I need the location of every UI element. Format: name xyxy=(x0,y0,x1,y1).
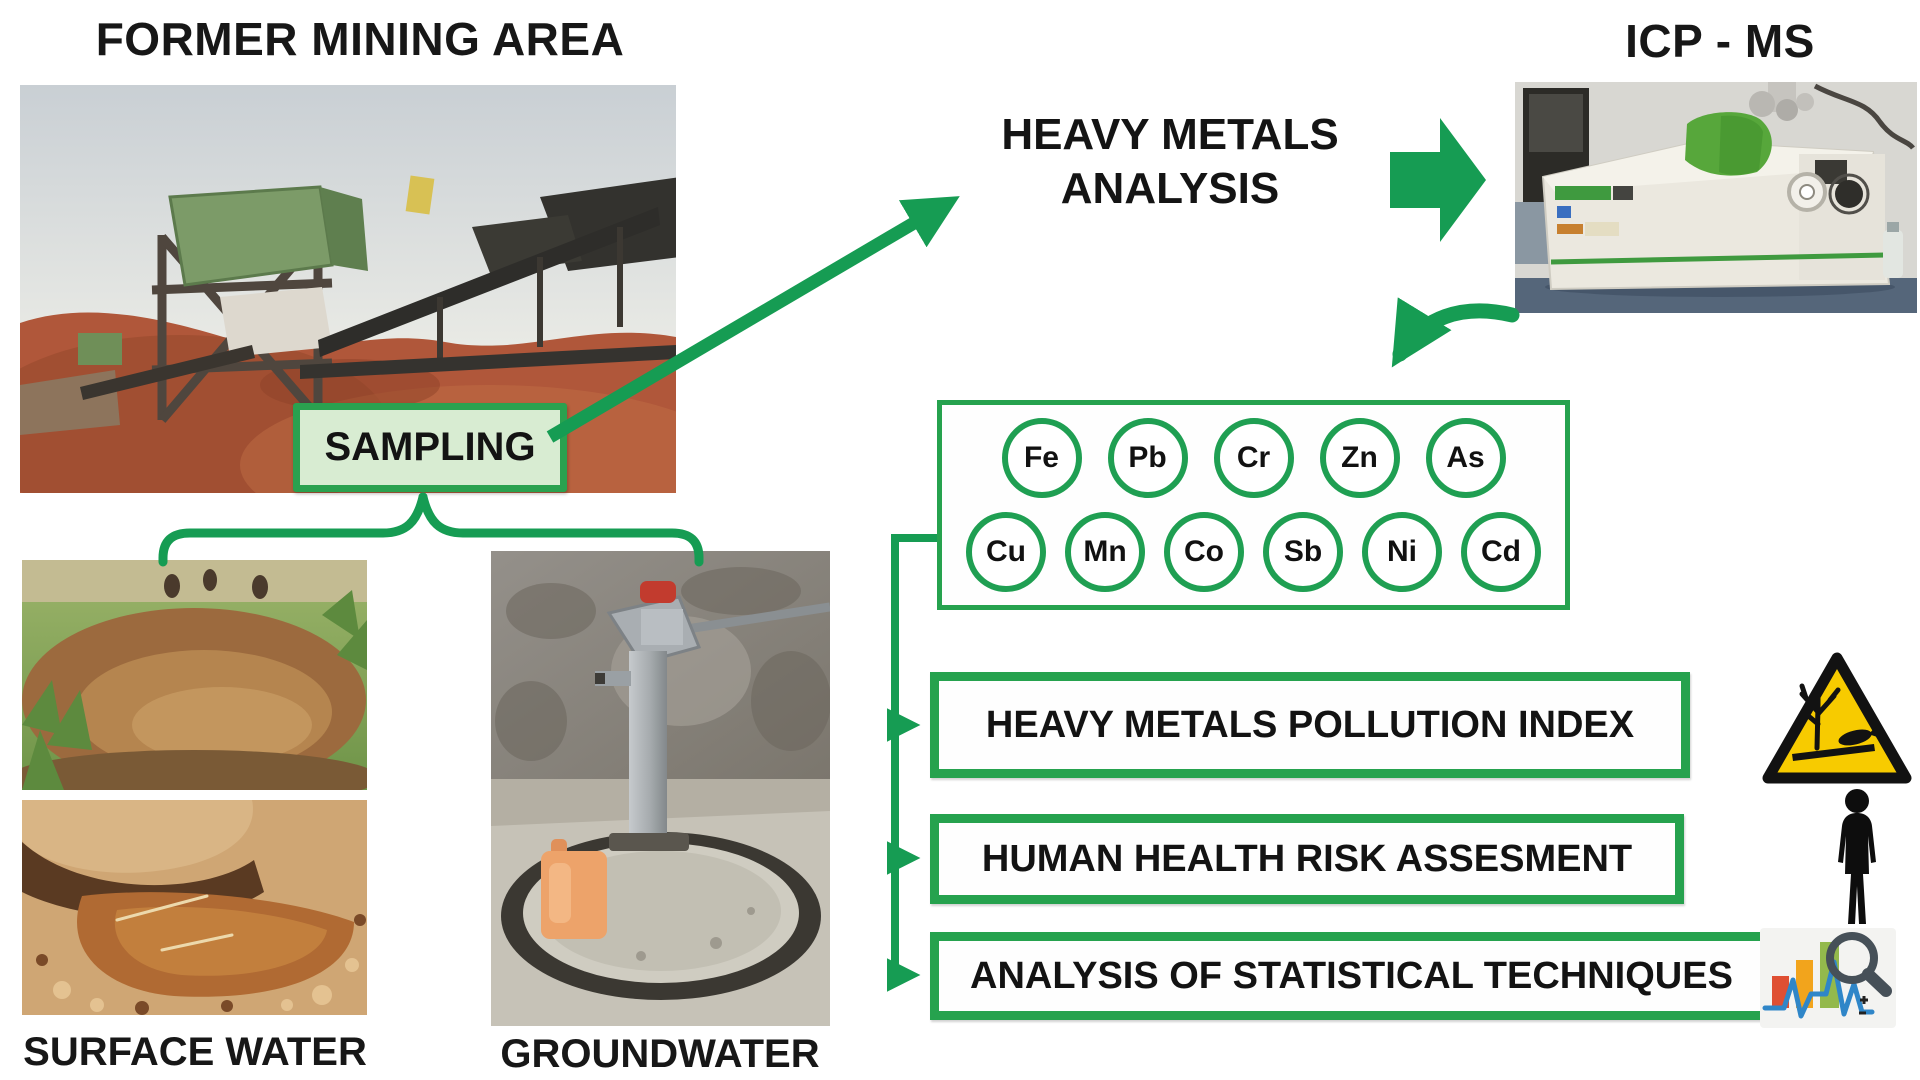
sampling-label: SAMPLING xyxy=(324,425,536,469)
stream-art xyxy=(22,800,367,1015)
outcome-box-health-risk: HUMAN HEALTH RISK ASSESMENT xyxy=(930,814,1684,904)
heavy-metals-analysis-label: HEAVY METALS ANALYSIS xyxy=(950,108,1390,215)
metal-circle-zn: Zn xyxy=(1319,418,1400,499)
metal-symbol: Ni xyxy=(1387,534,1417,568)
metals-row-2: Cu Mn Co Sb Ni Cd xyxy=(942,511,1565,592)
outcome-box-label: ANALYSIS OF STATISTICAL TECHNIQUES xyxy=(970,954,1733,997)
sampling-box: SAMPLING xyxy=(293,403,567,492)
metals-row-1: Fe Pb Cr Zn As xyxy=(942,418,1565,499)
statistics-magnifier-icon xyxy=(1760,928,1896,1028)
metal-circle-fe: Fe xyxy=(1001,418,1082,499)
icp-ms-photo xyxy=(1515,82,1917,313)
icpms-to-metals-arrow xyxy=(1391,297,1520,368)
outcome-box-pollution-index: HEAVY METALS POLLUTION INDEX xyxy=(930,672,1690,778)
metal-symbol: Sb xyxy=(1283,534,1323,568)
analyzed-metals-box: Fe Pb Cr Zn As Cu Mn Co Sb Ni Cd xyxy=(937,400,1570,610)
analysis-to-icpms-arrow xyxy=(1390,118,1486,242)
surface-water-photo-pond xyxy=(22,560,367,790)
groundwater-label: GROUNDWATER xyxy=(500,1032,820,1076)
surface-water-photo-stream xyxy=(22,800,367,1015)
icp-ms-art xyxy=(1515,82,1917,313)
metal-symbol: Zn xyxy=(1341,441,1378,475)
metal-symbol: Co xyxy=(1184,534,1224,568)
metal-circle-sb: Sb xyxy=(1263,511,1343,592)
metal-symbol: Pb xyxy=(1128,441,1167,475)
icp-ms-title: ICP - MS xyxy=(1625,15,1815,67)
human-silhouette-icon xyxy=(1838,789,1876,924)
metal-circle-as: As xyxy=(1425,418,1506,499)
pond-art xyxy=(22,560,367,790)
metal-symbol: Cr xyxy=(1236,441,1271,475)
metal-circle-cd: Cd xyxy=(1461,511,1541,592)
outcome-box-label: HUMAN HEALTH RISK ASSESMENT xyxy=(981,837,1633,880)
metal-circle-mn: Mn xyxy=(1065,511,1145,592)
heavy-metals-analysis-line1: HEAVY METALS xyxy=(1001,110,1339,159)
outcome-box-label: HEAVY METALS POLLUTION INDEX xyxy=(985,703,1635,746)
pump-art xyxy=(491,551,830,1026)
groundwater-photo xyxy=(491,551,830,1026)
metal-symbol: Cu xyxy=(986,534,1026,568)
metal-circle-pb: Pb xyxy=(1107,418,1188,499)
former-mining-area-title: FORMER MINING AREA xyxy=(95,13,625,65)
metal-symbol: As xyxy=(1446,441,1485,475)
metal-symbol: Cd xyxy=(1481,534,1521,568)
outcome-box-statistics: ANALYSIS OF STATISTICAL TECHNIQUES xyxy=(930,932,1773,1020)
metal-circle-co: Co xyxy=(1164,511,1244,592)
surface-water-label: SURFACE WATER xyxy=(23,1030,367,1074)
metal-circle-cu: Cu xyxy=(966,511,1046,592)
metal-circle-cr: Cr xyxy=(1213,418,1294,499)
heavy-metals-analysis-line2: ANALYSIS xyxy=(1060,163,1280,213)
dead-fish-glyph xyxy=(1838,723,1882,746)
metal-symbol: Fe xyxy=(1023,441,1059,475)
environmental-hazard-icon xyxy=(1762,652,1912,784)
metal-symbol: Mn xyxy=(1083,534,1127,568)
metal-circle-ni: Ni xyxy=(1362,511,1442,592)
